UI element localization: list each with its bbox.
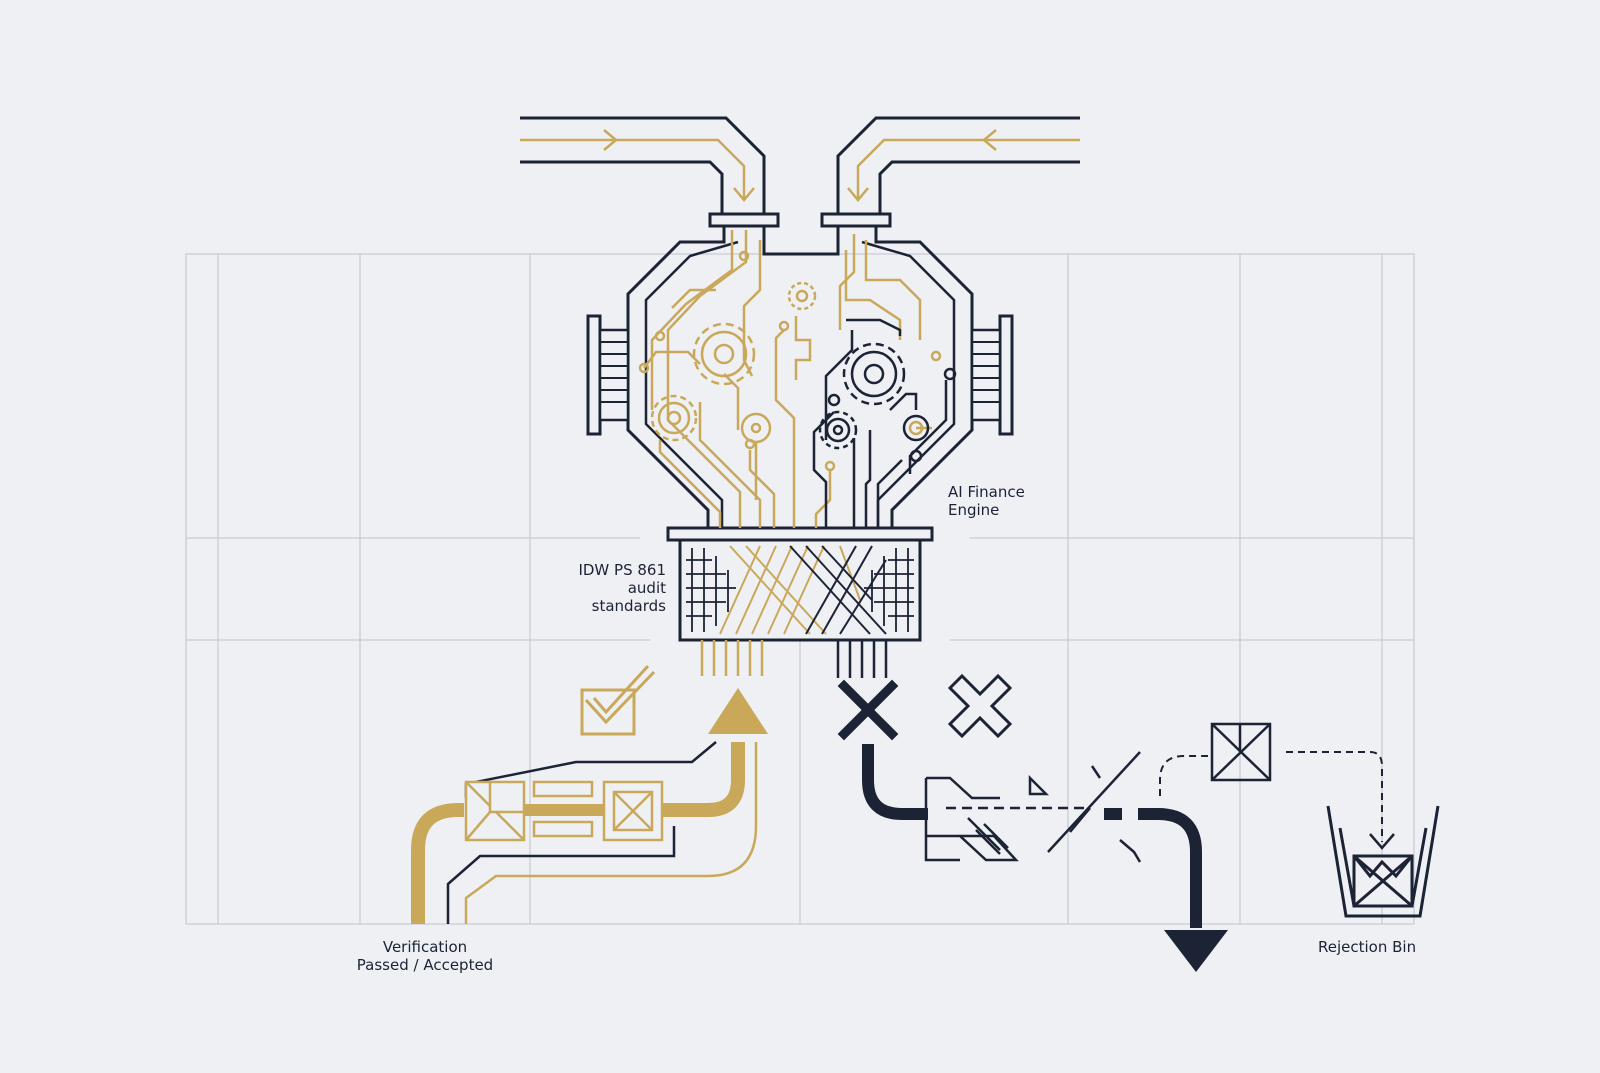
input-pipe-left bbox=[520, 116, 780, 228]
circuit-traces-gold bbox=[638, 230, 942, 528]
engine-label: AI Finance Engine bbox=[948, 483, 1025, 519]
shredded-document bbox=[924, 751, 1142, 863]
check-mark-icon bbox=[580, 664, 656, 736]
passed-label-line: Verification bbox=[382, 938, 468, 956]
flow-arrow-icon bbox=[603, 129, 618, 151]
gear-icon bbox=[650, 394, 698, 442]
accepted-path bbox=[411, 664, 768, 924]
audit-filter-block bbox=[678, 538, 922, 642]
gear-icon bbox=[692, 322, 756, 386]
engine-label-line: Engine bbox=[948, 501, 1000, 519]
output-strands-gold bbox=[700, 640, 764, 676]
standards-label-line: audit bbox=[627, 579, 666, 597]
circuit-traces-navy bbox=[812, 318, 957, 528]
arrow-up-icon bbox=[708, 688, 768, 734]
input-pipe-right bbox=[820, 116, 1080, 228]
cross-mark-icon bbox=[947, 673, 1013, 739]
ai-finance-engine bbox=[586, 226, 1014, 542]
standards-label-line: IDW PS 861 bbox=[578, 561, 666, 579]
gear-icon bbox=[842, 342, 906, 406]
crossed-box-icon bbox=[464, 780, 526, 842]
flow-arrow-icon bbox=[847, 187, 869, 202]
passed-label-line: Passed / Accepted bbox=[356, 956, 494, 974]
cross-mark-icon bbox=[837, 679, 899, 741]
rejection-bin-label: Rejection Bin bbox=[1318, 938, 1416, 956]
rejected-path bbox=[837, 673, 1440, 972]
engine-label-line: AI Finance bbox=[948, 483, 1025, 501]
passed-label: Verification Passed / Accepted bbox=[330, 938, 520, 974]
flow-arrow-icon bbox=[982, 129, 997, 151]
output-strands-navy bbox=[836, 640, 888, 678]
gear-icon bbox=[818, 410, 858, 450]
crossed-box-icon bbox=[1210, 722, 1272, 782]
arrow-down-icon bbox=[1164, 930, 1228, 972]
flow-arrow-icon bbox=[733, 187, 755, 202]
crossed-box-icon bbox=[602, 780, 664, 842]
bin-icon bbox=[1326, 805, 1440, 918]
standards-label: IDW PS 861 audit standards bbox=[560, 561, 666, 615]
standards-label-line: standards bbox=[591, 597, 666, 615]
gear-icon bbox=[787, 281, 817, 311]
rejection-bin-label-line: Rejection Bin bbox=[1318, 938, 1417, 956]
